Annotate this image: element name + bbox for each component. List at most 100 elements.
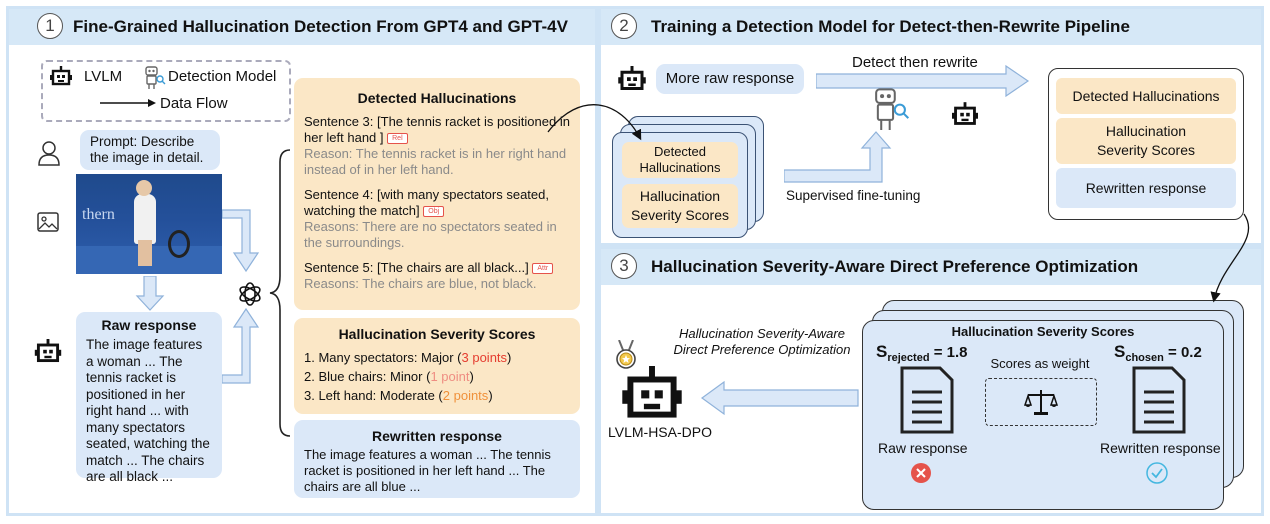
s-chosen-sub: chosen [1125, 352, 1164, 364]
detected-item: Sentence 4: [with many spectators seated… [304, 187, 570, 251]
photo-player-body [134, 194, 156, 244]
balance-scale-icon [1024, 390, 1058, 415]
detected-item: Sentence 3: [The tennis racket is positi… [304, 114, 570, 178]
detected-item: Sentence 5: [The chairs are all black...… [304, 260, 570, 292]
raw-document-icon [900, 366, 954, 434]
model-name: LVLM-HSA-DPO [608, 424, 712, 440]
s-chosen-val: = 0.2 [1168, 344, 1202, 361]
out-rewritten-box: Rewritten response [1056, 168, 1236, 208]
detected-item-label: Sentence 5: [304, 260, 374, 275]
out-severity-label: Hallucination Severity Scores [1096, 123, 1196, 158]
out-detected-label: Detected Hallucinations [1072, 88, 1220, 104]
s-rejected-sub: rejected [887, 352, 930, 364]
curly-brace [269, 149, 291, 437]
panel-2-header [601, 9, 1261, 45]
detected-item-reason: Reason: The tennis racket is in her righ… [304, 146, 567, 177]
out-rewritten-label: Rewritten response [1085, 180, 1207, 196]
stack-detected-label: Detected Hallucinations [639, 144, 721, 175]
arrow-raw-to-gpt [222, 307, 260, 384]
rewritten-document-icon [1132, 366, 1186, 434]
detect-then-rewrite-label: Detect then rewrite [852, 54, 978, 71]
s-rejected-val: = 1.8 [933, 344, 968, 361]
severity-points-minor: 1 point [430, 369, 470, 384]
sft-arrow [784, 131, 892, 183]
severity-points-moderate: 2 points [442, 388, 489, 403]
s-rejected-sym: S [876, 342, 888, 361]
severity-item: 3. Left hand: Moderate (2 points) [304, 386, 570, 405]
robot-icon-large [622, 366, 682, 418]
rewritten-title: Rewritten response [372, 428, 502, 444]
detected-item-reason: Reasons: The chairs are blue, not black. [304, 276, 537, 291]
more-raw-response-box: More raw response [656, 64, 804, 94]
attribute-tag: Attr [532, 263, 554, 275]
medal-icon [616, 340, 636, 369]
prompt-text: Prompt: Describe the image in detail. [90, 134, 204, 165]
legend-flow-label: Data Flow [160, 95, 228, 112]
severity-item: 1. Many spectators: Major (3 points) [304, 348, 570, 367]
weight-label: Scores as weight [990, 356, 1090, 371]
raw-response-text: The image features a woman ... The tenni… [86, 337, 210, 484]
robot-icon-p2-right [952, 102, 978, 125]
legend-lvlm-label: LVLM [84, 68, 123, 85]
arrow-image-to-gpt [222, 209, 260, 273]
openai-logo-icon [239, 282, 261, 306]
image-icon [37, 212, 59, 232]
rewritten-response-label: Rewritten response [1100, 440, 1221, 456]
score-card-title: Hallucination Severity Scores [951, 324, 1135, 339]
severity-points-major: 3 points [461, 350, 508, 365]
detect-rewrite-arrow [816, 64, 1030, 98]
chosen-check-icon [1146, 462, 1168, 484]
rewritten-text: The image features a woman ... The tenni… [304, 447, 551, 494]
stack-severity-label: Hallucination Severity Scores [630, 188, 730, 223]
stack-detected-box: Detected Hallucinations [622, 142, 738, 178]
robot-icon [50, 66, 72, 86]
user-icon [38, 141, 60, 166]
detected-hallucinations-box: Detected Hallucinations Sentence 3: [The… [294, 78, 580, 310]
detection-robot-icon [145, 66, 166, 89]
panel-1-title: Fine-Grained Hallucination Detection Fro… [73, 17, 568, 36]
stack-severity-box: Hallucination Severity Scores [622, 184, 738, 228]
weight-box [985, 378, 1097, 426]
photo-player-legs [138, 240, 152, 266]
detected-item-reason: Reasons: There are no spectators seated … [304, 219, 557, 250]
s-rejected: Srejected = 1.8 [876, 342, 968, 364]
robot-icon-p2 [618, 66, 646, 90]
s-chosen-sym: S [1114, 342, 1126, 361]
detected-item-sentence: [The chairs are all black...] [377, 260, 529, 275]
severity-item-text: 1. Many spectators: Major ( [304, 350, 462, 365]
panel-1-number: 1 [37, 13, 63, 39]
rewritten-response-box: Rewritten response The image features a … [294, 420, 580, 498]
detected-item-sentence: [The tennis racket is positioned in her … [304, 114, 570, 145]
object-tag: Obj [423, 206, 445, 218]
legend-box [41, 60, 291, 122]
tennis-photo: thern [76, 174, 222, 274]
panel-3-title: Hallucination Severity-Aware Direct Pref… [651, 257, 1139, 276]
prompt-box: Prompt: Describe the image in detail. [80, 130, 220, 170]
severity-item-text: 3. Left hand: Moderate ( [304, 388, 443, 403]
detected-title: Detected Hallucinations [357, 90, 517, 106]
detected-item-label: Sentence 4: [304, 187, 374, 202]
panel-1-header [9, 9, 595, 45]
severity-item-close: ) [507, 350, 512, 365]
raw-response-box: Raw response The image features a woman … [76, 312, 222, 484]
relation-tag: Rel [387, 133, 408, 145]
severity-item-close: ) [488, 388, 493, 403]
data-flow-arrow-icon [100, 99, 156, 107]
panel-3-header [601, 249, 1261, 285]
severity-scores-box: Hallucination Severity Scores 1. Many sp… [294, 318, 580, 414]
severity-item: 2. Blue chairs: Minor (1 point) [304, 367, 570, 386]
rejected-x-icon [911, 463, 931, 483]
panel-3-number: 3 [611, 253, 637, 279]
severity-item-text: 2. Blue chairs: Minor ( [304, 369, 431, 384]
detection-robot-icon-large [875, 88, 910, 130]
detected-item-label: Sentence 3: [304, 114, 374, 129]
s-chosen: Schosen = 0.2 [1114, 342, 1202, 364]
raw-response-label: Raw response [878, 440, 968, 456]
more-raw-response-label: More raw response [665, 70, 795, 87]
photo-sign-text: thern [82, 206, 115, 223]
severity-title: Hallucination Severity Scores [338, 326, 536, 342]
photo-player-head [136, 180, 152, 196]
out-severity-box: Hallucination Severity Scores [1056, 118, 1236, 164]
dpo-arrow [700, 380, 859, 416]
panel-2-number: 2 [611, 13, 637, 39]
